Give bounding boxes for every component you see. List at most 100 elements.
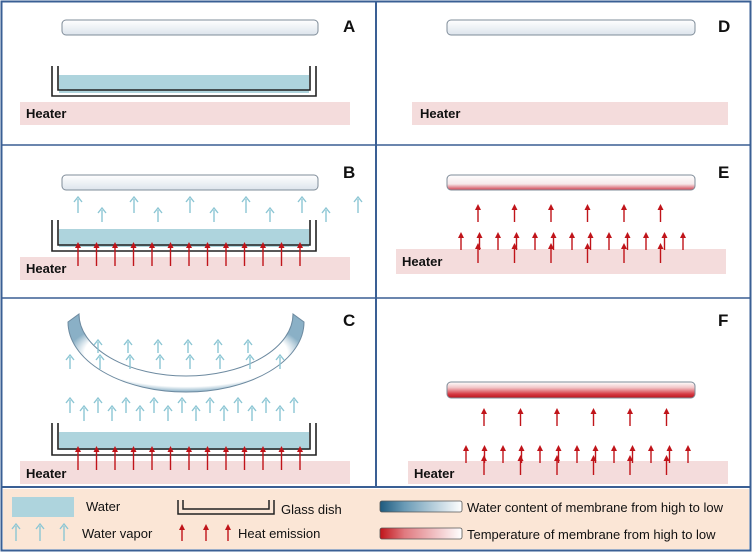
vapor-arrow xyxy=(213,338,223,353)
heat-arrow xyxy=(167,242,174,266)
heat-arrow xyxy=(587,232,594,250)
vapor-arrow xyxy=(247,404,257,421)
panel-letter: B xyxy=(343,163,355,182)
legend-water-swatch xyxy=(12,497,74,517)
membrane xyxy=(61,174,319,191)
vapor-arrow xyxy=(275,404,285,421)
heat-arrow xyxy=(624,232,631,250)
legend-water-vapor-label: Water vapor xyxy=(82,526,153,541)
heat-arrow xyxy=(130,446,137,470)
heat-arrow xyxy=(481,455,487,475)
vapor-arrow xyxy=(155,353,165,369)
heat-arrow xyxy=(627,408,633,426)
panel-letter: D xyxy=(718,17,730,36)
vapor-arrow xyxy=(219,404,229,421)
panel-b: Heater B xyxy=(20,163,363,280)
heat-arrow xyxy=(260,242,266,266)
heat-arrow xyxy=(204,242,211,266)
heat-arrow xyxy=(584,204,591,222)
curved-membrane xyxy=(67,313,305,393)
heat-arrow xyxy=(554,408,560,426)
vapor-arrow xyxy=(241,195,251,213)
panel-a: Heater A xyxy=(20,17,355,125)
legend-vapor-arrow-icon xyxy=(59,522,69,541)
legend-background xyxy=(3,489,749,549)
vapor-arrow xyxy=(125,353,135,369)
heater-plate xyxy=(20,461,350,484)
heat-arrow xyxy=(149,446,155,470)
legend-heat-arrows xyxy=(179,524,231,541)
vapor-arrow xyxy=(121,396,131,413)
heat-arrow xyxy=(590,408,597,426)
vapor-arrow xyxy=(153,206,163,222)
vapor-arrow xyxy=(353,195,363,213)
heater-label: Heater xyxy=(414,466,454,481)
heat-arrow xyxy=(241,446,248,470)
heat-arrow xyxy=(548,243,554,263)
heat-arrow xyxy=(680,232,686,250)
heat-arrow xyxy=(517,408,524,426)
heater-label: Heater xyxy=(26,466,66,481)
heat-arrow xyxy=(149,242,155,266)
panel-letter: E xyxy=(718,163,729,182)
vapor-arrow xyxy=(149,396,159,413)
heat-arrow xyxy=(584,243,591,263)
heater-label: Heater xyxy=(26,106,66,121)
vapor-arrow xyxy=(95,353,105,369)
vapor-arrow xyxy=(65,353,75,369)
vapor-arrow xyxy=(73,195,83,213)
vapor-arrow xyxy=(205,396,215,413)
legend-temperature-bar xyxy=(379,527,463,540)
vapor-arrow xyxy=(275,353,285,369)
vapor-arrow xyxy=(297,195,307,213)
water xyxy=(59,432,309,450)
panel-letter: F xyxy=(718,311,728,330)
heater-plate xyxy=(20,257,350,280)
heat-arrow xyxy=(569,232,575,250)
heat-arrow xyxy=(648,445,654,463)
heat-arrow xyxy=(260,446,266,470)
heat-arrow xyxy=(500,445,506,463)
vapor-arrow xyxy=(93,338,103,353)
glass-dish xyxy=(51,66,317,97)
heat-arrow xyxy=(574,445,580,463)
vapor-arrow xyxy=(183,338,193,353)
heat-arrow xyxy=(537,445,543,463)
vapor-arrow xyxy=(261,396,271,413)
heat-arrow xyxy=(75,446,81,470)
hot-membrane xyxy=(446,381,696,399)
vapor-arrow xyxy=(93,396,103,413)
heated-membrane xyxy=(446,174,696,191)
heat-arrow xyxy=(481,408,487,426)
vapor-arrow xyxy=(123,338,133,353)
heat-arrow xyxy=(75,242,81,266)
heater-label: Heater xyxy=(420,106,460,121)
heat-arrow xyxy=(611,445,617,463)
heat-arrow xyxy=(548,204,554,222)
vapor-arrow xyxy=(107,404,117,421)
heat-arrow xyxy=(463,445,469,463)
heat-arrows xyxy=(75,446,303,470)
heat-arrow xyxy=(186,446,192,470)
heat-arrow xyxy=(278,242,285,266)
glass-dish xyxy=(51,220,317,252)
heat-arrow xyxy=(130,242,137,266)
heat-arrow xyxy=(495,232,501,250)
heat-arrow xyxy=(223,242,229,266)
heat-arrow xyxy=(657,243,664,263)
heat-arrow xyxy=(517,455,524,475)
vapor-arrow xyxy=(265,206,275,222)
legend-vapor-arrow-icon xyxy=(35,522,45,541)
legend-water-label: Water xyxy=(86,499,121,514)
legend-temperature-label: Temperature of membrane from high to low xyxy=(467,527,716,542)
panel-letter: A xyxy=(343,17,355,36)
heat-arrows xyxy=(458,204,686,263)
vapor-arrow xyxy=(65,396,75,413)
legend-vapor-arrows xyxy=(11,522,69,541)
membrane xyxy=(446,19,696,36)
heat-arrow xyxy=(643,232,649,250)
heat-arrow xyxy=(186,242,192,266)
heat-arrow xyxy=(511,204,518,222)
vapor-arrow xyxy=(243,338,253,353)
heat-arrow xyxy=(666,445,673,463)
